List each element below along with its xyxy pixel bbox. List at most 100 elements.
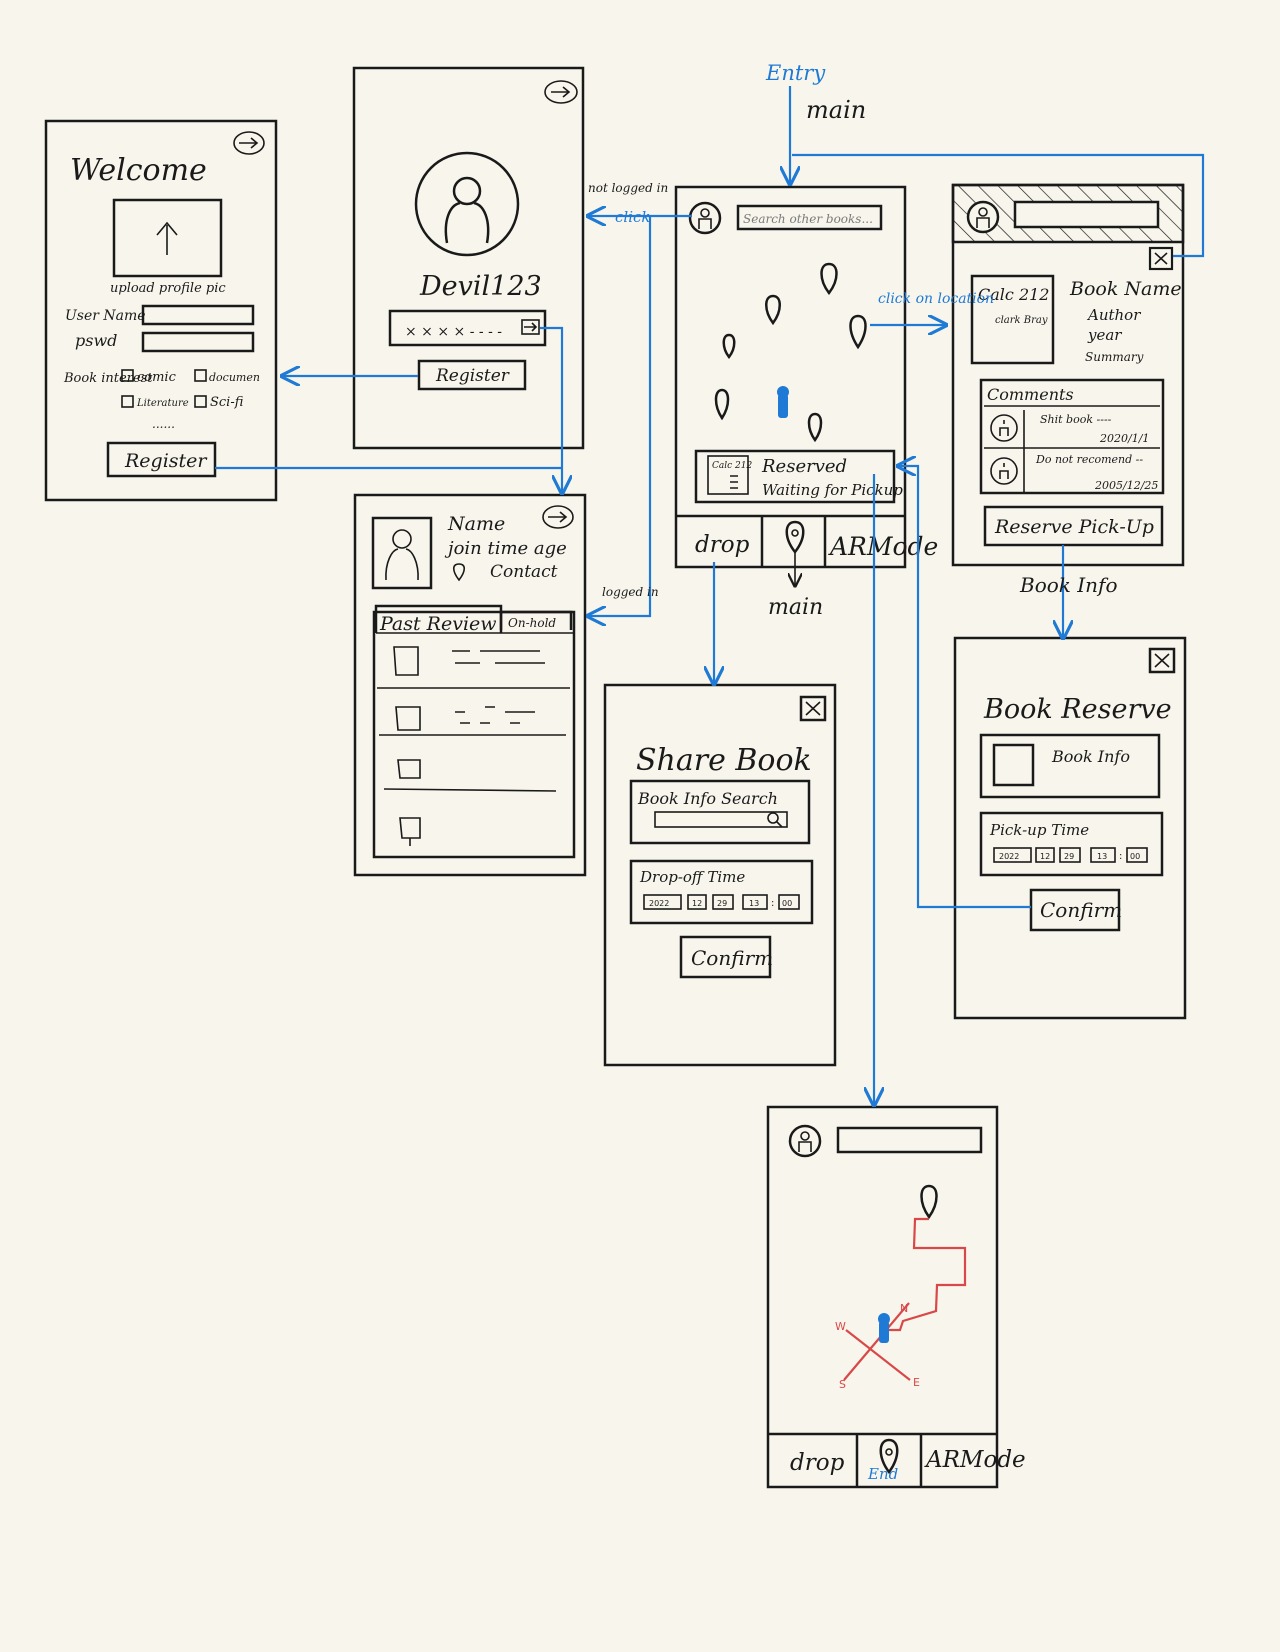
- upload-label: upload profile pic: [110, 281, 226, 296]
- tab-main-pin-icon[interactable]: [785, 520, 805, 555]
- book-location-pin-icon[interactable]: [807, 412, 823, 443]
- tab-ar-mode[interactable]: ARMode: [828, 532, 938, 561]
- more-interests: ......: [152, 417, 175, 431]
- dropoff-date-picker[interactable]: 2022 12 29 13 : 00: [643, 894, 800, 910]
- interest-literature: Literature: [136, 398, 189, 409]
- password-field[interactable]: [141, 331, 255, 353]
- checkbox-comic[interactable]: [121, 369, 134, 382]
- arrow-circle-icon[interactable]: [544, 80, 578, 104]
- upload-arrow-icon: [156, 221, 178, 255]
- map-area[interactable]: [714, 262, 867, 443]
- tab-ar-mode[interactable]: ARMode: [924, 1447, 1026, 1473]
- logged-in-arrow: [588, 216, 652, 616]
- destination-pin-icon[interactable]: [920, 1184, 938, 1220]
- book-summary: Summary: [1085, 350, 1144, 364]
- upload-profile-pic-button[interactable]: [112, 198, 223, 278]
- compass-west: W: [835, 1320, 846, 1333]
- username-field[interactable]: [141, 304, 255, 326]
- list-item[interactable]: [377, 646, 570, 689]
- search-input[interactable]: [1013, 200, 1160, 229]
- logged-in-label: logged in: [602, 585, 659, 599]
- pickup-time-label: Pick-up Time: [989, 821, 1089, 839]
- profile-contact: Contact: [490, 562, 558, 582]
- comments-title: Comments: [987, 385, 1074, 404]
- confirm-to-reserved-arrow: [898, 466, 1031, 909]
- pickup-date-picker[interactable]: 2022 12 29 13 : 00: [993, 847, 1148, 863]
- search-icon[interactable]: [767, 812, 783, 828]
- reserve-pickup-label: Reserve Pick-Up: [994, 516, 1154, 538]
- profile-join-time: join time age: [444, 538, 567, 559]
- welcome-register-button[interactable]: [106, 441, 217, 478]
- svg-text:29: 29: [1064, 852, 1074, 861]
- svg-text:On-hold: On-hold: [508, 616, 556, 630]
- profile-avatar: [371, 516, 433, 590]
- user-avatar-icon[interactable]: [688, 201, 722, 235]
- book-cover: Calc 212 clark Bray: [970, 274, 1055, 365]
- svg-text::: :: [771, 898, 774, 909]
- main-bottom-label: main: [768, 595, 823, 620]
- user-avatar-icon[interactable]: [788, 1124, 822, 1158]
- tab-past-review[interactable]: Past Review: [374, 604, 503, 635]
- svg-text:Calc 212: Calc 212: [978, 285, 1049, 304]
- reserve-confirm-label: Confirm: [1040, 898, 1122, 922]
- list-item[interactable]: [399, 817, 421, 846]
- book-search-input[interactable]: [654, 811, 788, 828]
- compass-south: S: [839, 1378, 846, 1391]
- book-detail-screen: Calc 212 clark Bray Book Name Author yea…: [951, 183, 1185, 567]
- tab-drop[interactable]: drop: [695, 532, 750, 558]
- login-to-profile-arrow: [540, 326, 562, 493]
- tab-on-hold[interactable]: On-hold: [499, 610, 573, 630]
- svg-text:ARMode: ARMode: [828, 532, 938, 561]
- compass-east: E: [913, 1376, 920, 1389]
- comments-panel: [979, 378, 1165, 495]
- checkbox-literature[interactable]: [121, 395, 134, 408]
- list-item[interactable]: [379, 706, 566, 736]
- svg-text:13: 13: [1097, 852, 1107, 861]
- tab-drop[interactable]: drop: [790, 1450, 845, 1476]
- close-icon[interactable]: [1148, 246, 1174, 271]
- login-register-label: Register: [435, 366, 510, 386]
- password-label: pswd: [75, 331, 117, 350]
- checkbox-scifi[interactable]: [194, 395, 207, 408]
- review-panel: [372, 610, 576, 859]
- reserve-confirm-button[interactable]: [1029, 888, 1121, 932]
- svg-text:Do not recomend --: Do not recomend --: [1035, 453, 1143, 466]
- svg-text:2022: 2022: [649, 899, 669, 908]
- checkbox-documen[interactable]: [194, 369, 207, 382]
- book-thumbnail: [992, 743, 1035, 787]
- reserve-pickup-button[interactable]: [983, 505, 1164, 547]
- tab-main-pin-icon[interactable]: [879, 1438, 899, 1475]
- book-location-pin-icon[interactable]: [722, 333, 736, 360]
- list-item[interactable]: [383, 759, 557, 792]
- dropoff-time-label: Drop-off Time: [639, 868, 745, 886]
- book-location-pin-icon[interactable]: [849, 314, 867, 350]
- svg-text:2020/1/1: 2020/1/1: [1099, 432, 1149, 445]
- user-avatar-icon[interactable]: [966, 200, 1000, 234]
- reserved-status: Waiting for Pickup: [762, 481, 903, 499]
- share-book-title: Share Book: [636, 743, 812, 778]
- dropoff-time-panel: [629, 859, 814, 925]
- close-icon[interactable]: [1148, 647, 1176, 674]
- search-input[interactable]: [836, 1126, 983, 1154]
- arrow-circle-icon[interactable]: [233, 131, 265, 155]
- close-icon[interactable]: [799, 695, 827, 722]
- submit-arrow-icon[interactable]: [521, 319, 540, 335]
- share-confirm-button[interactable]: [679, 935, 772, 979]
- svg-text:ARMode: ARMode: [924, 1447, 1026, 1473]
- flow-connectors: Entry main not logged in click logged in…: [215, 61, 1205, 1483]
- book-name: Book Name: [1069, 278, 1182, 300]
- not-logged-in-label: not logged in: [588, 181, 668, 195]
- compass-icon: N E S W: [835, 1302, 920, 1391]
- search-input[interactable]: [736, 204, 883, 231]
- main-top-label: main: [806, 96, 866, 124]
- book-info-flow-label: Book Info: [1019, 573, 1117, 597]
- svg-text:00: 00: [1130, 852, 1140, 861]
- comment-item: Shit book ---- 2020/1/1: [984, 410, 1160, 492]
- book-location-pin-icon[interactable]: [765, 294, 781, 326]
- book-location-pin-icon[interactable]: [820, 262, 838, 296]
- arrow-circle-icon[interactable]: [542, 505, 574, 529]
- book-location-pin-icon[interactable]: [714, 388, 730, 421]
- login-register-button[interactable]: [417, 359, 527, 391]
- profile-name: Name: [447, 513, 505, 535]
- reserved-card[interactable]: Calc 212 Reserved Waiting for Pickup: [694, 449, 903, 504]
